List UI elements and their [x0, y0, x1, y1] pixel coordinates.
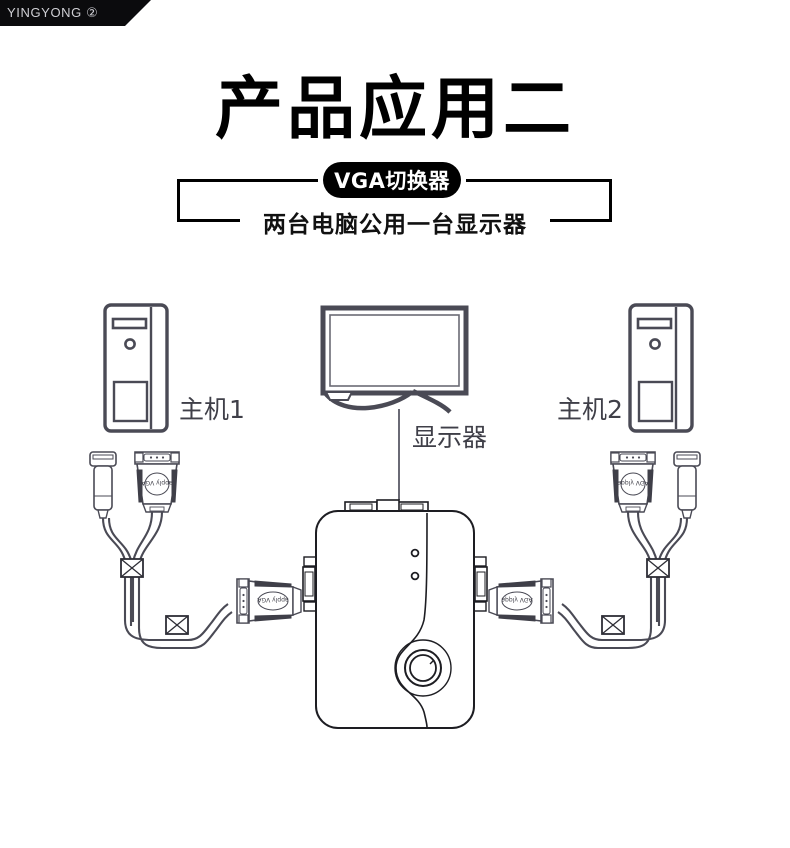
inline-vga-connector-right: [488, 578, 554, 624]
led-indicator: [410, 571, 420, 581]
rotary-knob[interactable]: [394, 639, 452, 697]
vga-connector-right: [610, 451, 656, 513]
usb-connector-left: [89, 451, 117, 519]
usb-connector-right: [673, 451, 701, 519]
cable-clamp: [120, 558, 144, 578]
cable-assembly-left: [89, 451, 302, 650]
vga-switch-box[interactable]: [302, 499, 488, 729]
vga-connector-left: [134, 451, 180, 513]
cable-clamp: [601, 615, 625, 635]
frame-gap-bottom: [240, 214, 550, 228]
product-name-badge: VGA切换器: [323, 162, 461, 198]
monitor: [320, 305, 469, 500]
cable-clamp: [646, 558, 670, 578]
subtitle: 两台电脑公用一台显示器: [263, 212, 527, 238]
pc-tower-left: [103, 303, 169, 433]
corner-banner-label: YINGYONG ②: [7, 5, 99, 20]
cable-clamp: [165, 615, 189, 635]
label-monitor: 显示器: [412, 423, 488, 452]
box-left-ports: [302, 556, 319, 612]
label-host-left: 主机1: [179, 395, 245, 424]
inline-vga-connector-left: [236, 578, 302, 624]
corner-banner: YINGYONG ②: [0, 0, 125, 26]
corner-banner-tail: [125, 0, 151, 26]
label-host-right: 主机2: [557, 395, 623, 424]
pc-tower-right: [628, 303, 694, 433]
page-title: 产品应用二: [214, 70, 575, 149]
cable-assembly-right: [488, 451, 701, 650]
led-indicator: [410, 548, 420, 558]
